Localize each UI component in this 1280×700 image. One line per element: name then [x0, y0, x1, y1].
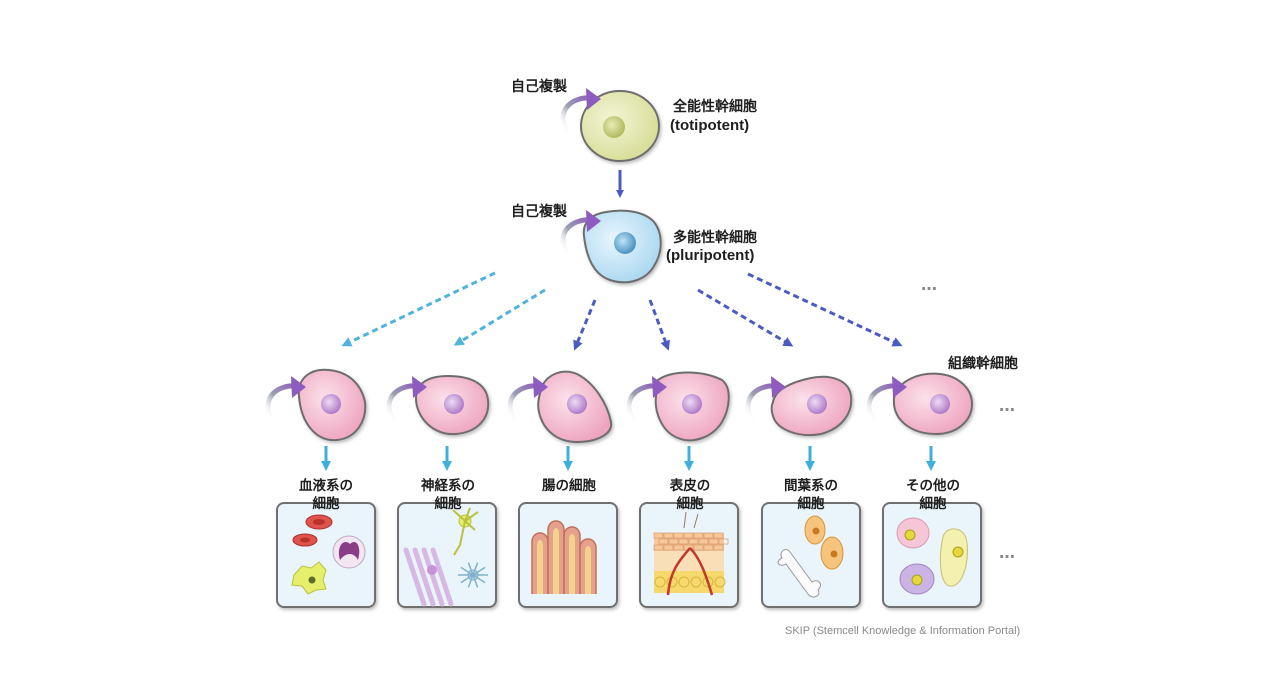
totipotent-name-en: (totipotent): [670, 117, 750, 134]
skin-illustration: [653, 511, 729, 596]
nucleus: [321, 394, 341, 414]
self-renewal-arrow-icon: [386, 376, 427, 421]
other-cells-illustration: [896, 517, 968, 595]
self-renewal-label-top: 自己複製: [511, 79, 567, 95]
self-renewal-arrow-icon: [866, 376, 907, 421]
ellipsis-middle: …: [999, 396, 1017, 415]
nerve-fiber: [412, 547, 436, 607]
caption-line2: 細胞: [676, 496, 704, 512]
blood-vessel: [666, 547, 714, 596]
tissue-stem-cell-label: 組織幹細胞: [948, 356, 1018, 372]
column-caption: 腸の細胞: [531, 477, 607, 495]
tissue-stem-cell: [866, 372, 974, 436]
nucleus: [807, 394, 827, 414]
nucleus: [567, 394, 587, 414]
intestine-illustration: [531, 520, 597, 594]
caption-line2: 細胞: [434, 496, 462, 512]
column-caption: 神経系の 細胞: [413, 477, 483, 513]
caption-line1: 間葉系の: [784, 478, 838, 494]
nerve-fiber: [421, 547, 445, 607]
pluripotent-name-en: (pluripotent): [666, 247, 755, 264]
neuron-body: [427, 565, 437, 575]
source-credit: SKIP (Stemcell Knowledge & Information P…: [785, 625, 1021, 637]
totipotent-name: 全能性幹細胞: [673, 99, 757, 115]
self-renewal-arrow-icon: [560, 88, 601, 133]
tissue-stem-cell: [386, 374, 490, 436]
blood-cells-illustration: [291, 514, 366, 595]
pluripotent-cell: [582, 209, 662, 284]
self-renewal-label-middle: 自己複製: [511, 204, 567, 220]
column-caption: その他の 細胞: [898, 477, 968, 513]
neural-cells-illustration: [403, 507, 488, 607]
column-caption: 血液系の 細胞: [291, 477, 361, 513]
caption-line2: 細胞: [312, 496, 340, 512]
cell-type-box: [761, 502, 861, 608]
platelet-cell: [291, 561, 327, 595]
self-renewal-arrow-icon: [507, 376, 548, 421]
caption-line1: 血液系の: [299, 478, 353, 494]
caption-line1: その他の: [906, 478, 960, 494]
ellipsis-bottom: …: [999, 543, 1017, 562]
self-renewal-arrow-icon: [265, 376, 306, 421]
self-renewal-arrow-icon: [560, 210, 601, 255]
caption-line1: 表皮の: [669, 478, 711, 494]
column-caption: 表皮の 細胞: [655, 477, 725, 513]
caption-line2: 細胞: [919, 496, 947, 512]
nerve-fiber: [403, 547, 427, 607]
column-caption: 間葉系の 細胞: [776, 477, 846, 513]
hair: [683, 511, 699, 529]
tissue-stem-cell: [745, 375, 853, 436]
bone-icon: [777, 549, 821, 598]
caption-line1: 神経系の: [421, 478, 475, 494]
tissue-stem-cell: [507, 370, 613, 444]
nucleus: [682, 394, 702, 414]
nerve-fiber: [430, 547, 454, 607]
tissue-stem-cell: [626, 371, 730, 442]
other-cell: [939, 528, 968, 587]
mesenchymal-illustration: [777, 515, 844, 598]
caption-line2: 腸の細胞: [542, 478, 596, 494]
totipotent-cell: [580, 90, 660, 162]
pluripotent-name: 多能性幹細胞: [673, 230, 757, 246]
nucleus: [930, 394, 950, 414]
ellipsis-top: …: [921, 275, 939, 294]
dashed-arrows: [341, 271, 903, 351]
tissue-stem-cell: [265, 368, 367, 442]
caption-line2: 細胞: [797, 496, 825, 512]
dermis-layer: [654, 551, 724, 571]
nucleus: [444, 394, 464, 414]
self-renewal-arrow-icon: [745, 376, 786, 421]
self-renewal-arrow-icon: [626, 376, 667, 421]
